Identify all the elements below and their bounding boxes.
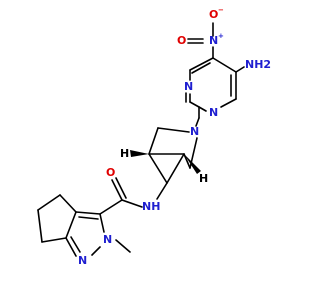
bond-pyr-n1-c2b: [189, 101, 200, 108]
bond-pz-c3-n: [99, 213, 105, 233]
bond-methyl: [115, 239, 131, 253]
bond-cpt-c6-c6a: [41, 237, 67, 243]
wedge-h-right: [184, 154, 201, 174]
bond-pz-n2-c6a: [65, 237, 77, 257]
bond-cpt-c3a-c4: [59, 194, 77, 213]
atom-label-pyrimidine-n3: N: [209, 106, 218, 119]
charge-label-nitrogen-plus: +: [218, 32, 224, 40]
bond-pyr-c5-c6-inner: [191, 62, 211, 74]
bond-azb-c5-c4: [183, 153, 191, 169]
bond-amino: [235, 66, 245, 73]
bonds: [37, 22, 245, 257]
atom-label-azabicyclo-n: N: [190, 125, 199, 138]
bond-pz-n-n: [91, 246, 101, 256]
bond-cp-c5-c6: [166, 153, 185, 184]
bond-carbonyl-o-double: [115, 177, 127, 199]
bond-pyr-to-azabicyclo-b: [195, 117, 200, 127]
bond-cpt-c4-c5: [37, 194, 61, 211]
wedge-h-left: [130, 150, 149, 157]
atom-label-amide-nh: NH: [142, 200, 160, 213]
bond-carbonyl-pyrazole: [99, 199, 123, 215]
bond-azb-c2-c1: [148, 127, 159, 155]
bond-pz-n2-c6a-inner: [70, 236, 81, 253]
atom-label-stereo-h-right: H: [199, 172, 208, 185]
atom-label-nitro-oxygen-side: O: [177, 34, 186, 47]
atom-label-nitro-oxygen-top: O: [209, 8, 218, 21]
bond-pz-c3-c3a-inner: [78, 216, 99, 220]
atom-label-amino: NH2: [245, 58, 271, 71]
bond-cp-c1-c6: [148, 153, 168, 184]
charge-label-oxygen-minus: −: [218, 6, 224, 14]
chemical-structure-diagram: O − N + O NH2 N N N H H O NH N N: [37, 6, 271, 267]
bond-pyr-c5-c6: [189, 57, 214, 71]
bond-pz-c6a-c3a: [65, 211, 77, 239]
atom-label-pyrimidine-n1: N: [184, 80, 193, 93]
bond-cp-to-nh: [156, 182, 168, 200]
atom-label-stereo-h-left: H: [120, 147, 129, 160]
bond-carbonyl-o: [111, 179, 123, 201]
bond-pz-c3-c3a: [75, 211, 101, 215]
bond-pyr-c5-c4top: [212, 57, 237, 73]
atom-label-nitro-nitrogen: N: [209, 34, 218, 47]
bond-cpt-c5-c6: [37, 209, 43, 243]
atom-label-pyrazole-n-methyl: N: [103, 233, 112, 246]
atom-labels: O − N + O NH2 N N N H H O NH N N: [78, 6, 271, 267]
bond-pyr-n3-c4: [220, 98, 237, 108]
atom-label-pyrazole-n2: N: [78, 254, 87, 267]
bond-pyr-c2-n3: [198, 106, 207, 112]
atom-label-carbonyl-oxygen: O: [106, 166, 115, 179]
bond-azb-n-c2: [157, 127, 190, 133]
bond-nh-carbonyl: [121, 199, 143, 208]
